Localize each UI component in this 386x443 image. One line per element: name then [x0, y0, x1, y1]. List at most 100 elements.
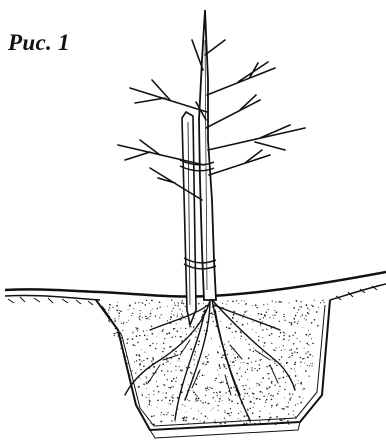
- soil-speck: [129, 304, 130, 305]
- soil-speck: [193, 327, 194, 328]
- soil-speck: [137, 342, 138, 343]
- soil-speck: [193, 390, 194, 391]
- soil-speck: [184, 366, 185, 367]
- soil-speck: [225, 392, 226, 393]
- soil-speck: [201, 413, 202, 414]
- soil-speck: [271, 405, 273, 407]
- soil-speck: [138, 317, 139, 318]
- soil-speck: [153, 359, 155, 361]
- soil-speck: [249, 421, 251, 423]
- soil-speck: [156, 337, 157, 338]
- soil-speck: [139, 359, 141, 361]
- soil-speck: [221, 381, 223, 383]
- soil-speck: [176, 330, 178, 332]
- soil-speck: [236, 300, 237, 301]
- soil-speck: [195, 351, 197, 353]
- soil-speck: [153, 415, 154, 416]
- soil-speck: [277, 403, 278, 404]
- soil-speck: [289, 350, 290, 351]
- soil-speck: [219, 374, 220, 375]
- soil-speck: [303, 388, 304, 389]
- soil-speck: [305, 353, 306, 354]
- soil-speck: [190, 372, 192, 374]
- soil-speck: [273, 349, 274, 350]
- soil-speck: [289, 393, 291, 395]
- soil-speck: [241, 300, 242, 301]
- soil-speck: [178, 409, 179, 410]
- soil-speck: [259, 398, 261, 400]
- soil-speck: [149, 403, 150, 404]
- soil-speck: [211, 388, 213, 390]
- soil-speck: [268, 378, 269, 379]
- soil-speck: [131, 315, 132, 316]
- soil-speck: [223, 382, 224, 383]
- soil-speck: [180, 370, 181, 371]
- soil-speck: [292, 394, 293, 395]
- soil-speck: [196, 356, 197, 357]
- soil-speck: [109, 307, 111, 309]
- soil-speck: [298, 309, 299, 310]
- soil-speck: [281, 363, 282, 364]
- soil-speck: [144, 304, 146, 306]
- soil-speck: [205, 415, 207, 417]
- soil-speck: [176, 377, 177, 378]
- soil-speck: [266, 366, 267, 367]
- soil-speck: [299, 306, 300, 307]
- soil-speck: [224, 344, 225, 345]
- soil-speck: [231, 387, 233, 389]
- soil-speck: [300, 366, 301, 367]
- soil-speck: [226, 327, 227, 328]
- soil-speck: [163, 329, 164, 330]
- soil-speck: [171, 313, 172, 314]
- soil-speck: [193, 392, 195, 394]
- soil-speck: [181, 302, 183, 304]
- soil-speck: [140, 310, 141, 311]
- soil-speck: [224, 422, 226, 424]
- soil-speck: [193, 326, 194, 327]
- soil-speck: [108, 310, 109, 311]
- tree-roots: [125, 300, 295, 420]
- soil-speck: [211, 312, 213, 314]
- soil-speck: [253, 407, 254, 408]
- soil-speck: [196, 384, 197, 385]
- soil-speck: [163, 393, 164, 394]
- soil-speck: [234, 365, 235, 366]
- soil-speck: [297, 338, 298, 339]
- soil-speck: [256, 385, 257, 386]
- soil-speck: [248, 357, 250, 359]
- soil-speck: [308, 313, 309, 314]
- soil-speck: [233, 314, 235, 316]
- soil-speck: [126, 322, 127, 323]
- soil-speck: [171, 299, 173, 301]
- soil-speck: [170, 319, 171, 320]
- soil-speck: [249, 408, 250, 409]
- soil-speck: [179, 361, 180, 362]
- soil-speck: [166, 362, 167, 363]
- soil-speck: [251, 367, 252, 368]
- soil-speck: [148, 394, 149, 395]
- soil-speck: [295, 371, 296, 372]
- soil-speck: [163, 384, 164, 385]
- soil-speck: [135, 327, 136, 328]
- soil-speck: [231, 412, 232, 413]
- soil-speck: [151, 300, 153, 302]
- soil-speck: [206, 356, 207, 357]
- soil-speck: [167, 361, 168, 362]
- soil-speck: [252, 412, 254, 414]
- soil-speck: [123, 323, 124, 324]
- soil-speck: [139, 319, 140, 320]
- soil-speck: [282, 377, 284, 379]
- soil-speck: [152, 358, 153, 359]
- soil-speck: [281, 408, 282, 409]
- soil-speck: [161, 370, 163, 372]
- soil-speck: [219, 401, 220, 402]
- soil-speck: [221, 357, 223, 359]
- soil-speck: [219, 346, 220, 347]
- soil-speck: [128, 320, 129, 321]
- soil-speck: [217, 393, 218, 394]
- soil-speck: [122, 330, 123, 331]
- soil-speck: [161, 314, 162, 315]
- soil-speck: [172, 402, 173, 403]
- soil-speck: [279, 359, 280, 360]
- soil-speck: [309, 375, 310, 376]
